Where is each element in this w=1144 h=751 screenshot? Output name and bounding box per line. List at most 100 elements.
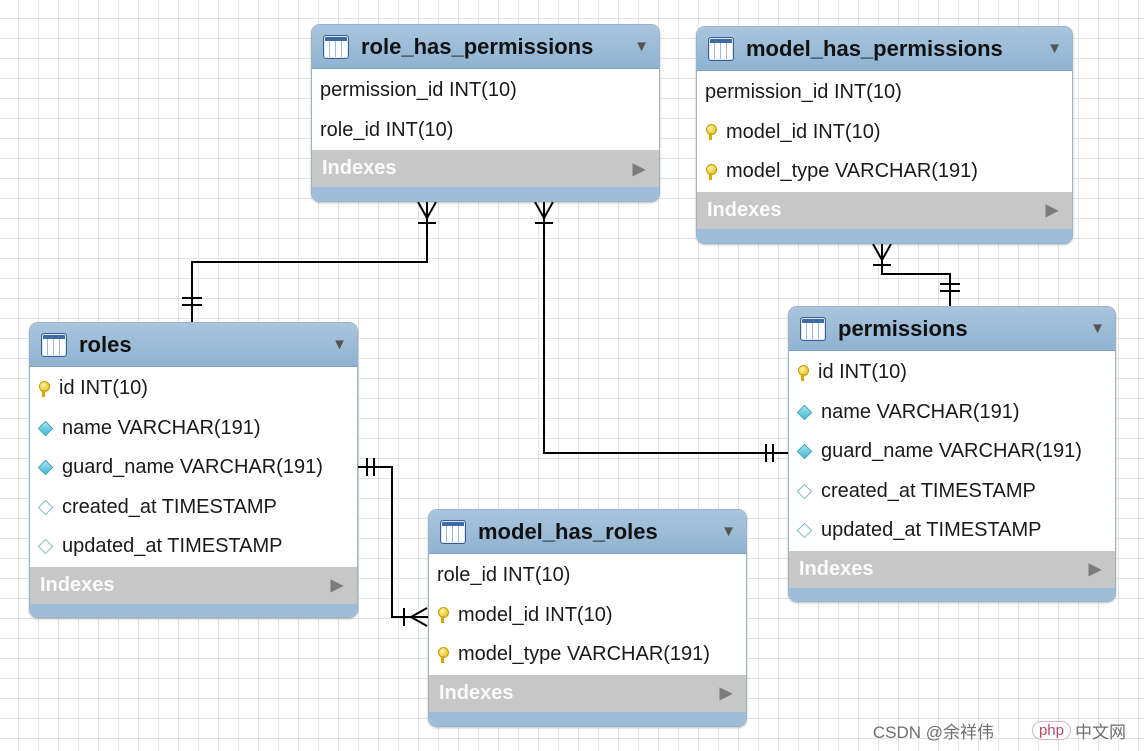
column-label: role_id INT(10)	[437, 564, 571, 587]
one-mandatory-marker	[182, 297, 202, 306]
column-row[interactable]: role_id INT(10)	[312, 111, 659, 151]
indexes-section[interactable]: Indexes ▶	[30, 566, 357, 604]
table-roles[interactable]: roles ▼ id INT(10) name VARCHAR(191) gua…	[29, 322, 358, 618]
primary-key-icon	[38, 380, 50, 397]
table-model-has-permissions[interactable]: model_has_permissions ▼ permission_id IN…	[696, 26, 1073, 244]
relationship-permissions-model-has-permissions	[881, 242, 951, 306]
expand-arrow-icon[interactable]: ▶	[632, 160, 645, 178]
many-crow-foot-marker	[403, 607, 428, 627]
primary-key-icon	[705, 163, 717, 180]
many-crow-foot-marker	[872, 243, 892, 266]
table-header[interactable]: model_has_permissions ▼	[697, 27, 1072, 71]
column-row[interactable]: id INT(10)	[30, 369, 357, 409]
relationship-roles-model-has-roles	[357, 466, 428, 618]
indexes-label: Indexes	[799, 557, 874, 580]
table-footer	[789, 587, 1115, 601]
column-row[interactable]: id INT(10)	[789, 353, 1115, 393]
indexes-label: Indexes	[707, 198, 782, 221]
table-footer	[312, 187, 659, 201]
not-null-column-icon	[796, 443, 813, 460]
column-label: guard_name VARCHAR(191)	[62, 456, 323, 479]
table-icon	[323, 34, 349, 59]
table-footer	[30, 603, 357, 617]
column-label: name VARCHAR(191)	[62, 416, 261, 439]
indexes-section[interactable]: Indexes ▶	[789, 550, 1115, 588]
table-header[interactable]: roles ▼	[30, 323, 357, 367]
column-label: model_type VARCHAR(191)	[726, 160, 978, 183]
column-label: model_type VARCHAR(191)	[458, 643, 710, 666]
column-label: guard_name VARCHAR(191)	[821, 440, 1082, 463]
table-role-has-permissions[interactable]: role_has_permissions ▼ permission_id INT…	[311, 24, 660, 202]
collapse-triangle-icon[interactable]: ▼	[1047, 40, 1062, 57]
many-crow-foot-marker	[534, 201, 554, 224]
table-name: roles	[79, 331, 132, 357]
nullable-column-icon	[796, 483, 813, 500]
column-row[interactable]: created_at TIMESTAMP	[789, 472, 1115, 512]
indexes-label: Indexes	[40, 573, 115, 596]
table-icon	[440, 519, 466, 544]
column-label: id INT(10)	[59, 377, 148, 400]
nullable-column-icon	[37, 538, 54, 555]
column-row[interactable]: name VARCHAR(191)	[789, 393, 1115, 433]
column-row[interactable]: model_type VARCHAR(191)	[429, 635, 746, 675]
one-mandatory-marker	[940, 283, 960, 292]
nullable-column-icon	[796, 522, 813, 539]
table-header[interactable]: model_has_roles ▼	[429, 510, 746, 554]
primary-key-icon	[437, 646, 449, 663]
column-label: updated_at TIMESTAMP	[62, 535, 283, 558]
primary-key-icon	[705, 124, 717, 141]
table-header[interactable]: role_has_permissions ▼	[312, 25, 659, 69]
column-row[interactable]: name VARCHAR(191)	[30, 409, 357, 449]
column-label: name VARCHAR(191)	[821, 400, 1020, 423]
column-row[interactable]: role_id INT(10)	[429, 556, 746, 596]
expand-arrow-icon[interactable]: ▶	[330, 577, 343, 594]
column-label: model_id INT(10)	[726, 120, 881, 143]
column-row[interactable]: permission_id INT(10)	[697, 73, 1072, 113]
not-null-column-icon	[37, 459, 54, 476]
column-row[interactable]: created_at TIMESTAMP	[30, 488, 357, 528]
table-header[interactable]: permissions ▼	[789, 307, 1115, 351]
column-label: created_at TIMESTAMP	[821, 479, 1036, 502]
column-row[interactable]: guard_name VARCHAR(191)	[30, 448, 357, 488]
one-mandatory-marker	[765, 444, 774, 462]
column-row[interactable]: guard_name VARCHAR(191)	[789, 432, 1115, 472]
column-label: permission_id INT(10)	[705, 81, 902, 104]
table-footer	[429, 711, 746, 726]
column-label: permission_id INT(10)	[320, 79, 517, 102]
nullable-column-icon	[37, 499, 54, 516]
column-row[interactable]: model_type VARCHAR(191)	[697, 152, 1072, 192]
column-row[interactable]: permission_id INT(10)	[312, 71, 659, 111]
watermark-text: CSDN @余祥伟	[872, 723, 994, 742]
primary-key-icon	[797, 364, 809, 381]
collapse-triangle-icon[interactable]: ▼	[332, 336, 347, 353]
column-row[interactable]: updated_at TIMESTAMP	[789, 511, 1115, 551]
table-icon	[708, 36, 734, 61]
column-row[interactable]: model_id INT(10)	[697, 113, 1072, 153]
primary-key-icon	[437, 607, 449, 624]
indexes-section[interactable]: Indexes ▶	[697, 191, 1072, 229]
one-mandatory-marker	[366, 458, 375, 476]
collapse-triangle-icon[interactable]: ▼	[1090, 320, 1105, 337]
table-name: model_has_roles	[478, 518, 658, 544]
table-icon	[41, 332, 67, 357]
table-name: permissions	[838, 315, 968, 341]
not-null-column-icon	[796, 404, 813, 421]
column-row[interactable]: updated_at TIMESTAMP	[30, 527, 357, 567]
collapse-triangle-icon[interactable]: ▼	[721, 523, 736, 540]
table-model-has-roles[interactable]: model_has_roles ▼ role_id INT(10) model_…	[428, 509, 747, 727]
indexes-section[interactable]: Indexes ▶	[429, 674, 746, 712]
column-row[interactable]: model_id INT(10)	[429, 596, 746, 636]
table-icon	[800, 316, 826, 341]
expand-arrow-icon[interactable]: ▶	[1088, 561, 1101, 578]
expand-arrow-icon[interactable]: ▶	[719, 685, 732, 702]
collapse-triangle-icon[interactable]: ▼	[634, 38, 649, 55]
indexes-label: Indexes	[322, 157, 397, 179]
table-permissions[interactable]: permissions ▼ id INT(10) name VARCHAR(19…	[788, 306, 1116, 602]
relationship-roles-role-has-permissions	[191, 200, 428, 322]
indexes-section[interactable]: Indexes ▶	[312, 150, 659, 187]
expand-arrow-icon[interactable]: ▶	[1045, 202, 1058, 219]
column-label: updated_at TIMESTAMP	[821, 519, 1042, 542]
watermark: php 中文网	[1031, 718, 1126, 743]
column-label: role_id INT(10)	[320, 118, 454, 141]
